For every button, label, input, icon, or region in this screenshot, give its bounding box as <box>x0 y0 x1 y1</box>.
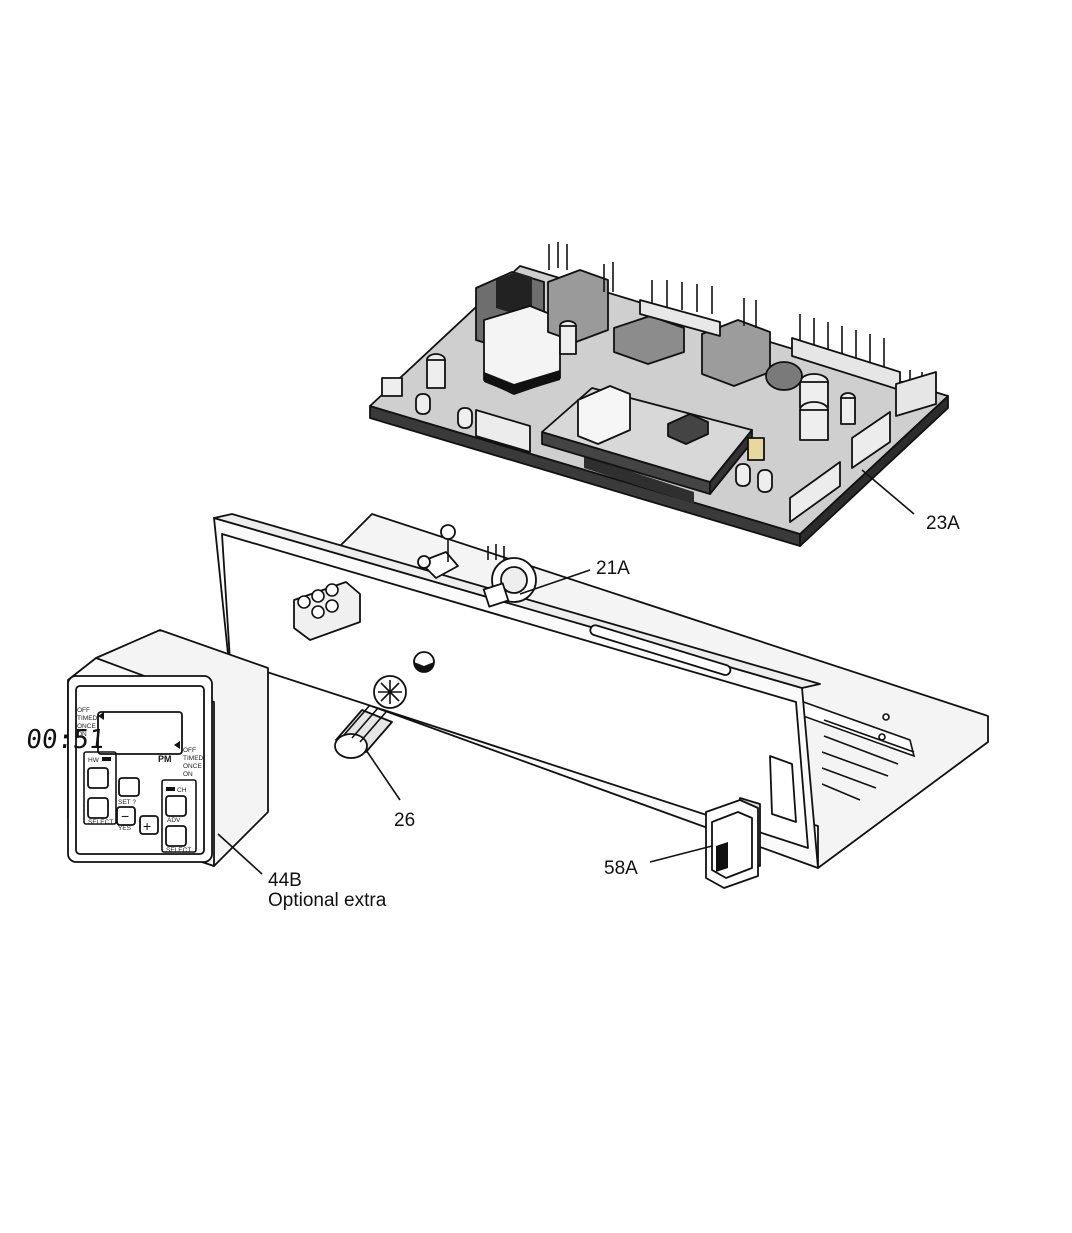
timer-display-time: 00:51 <box>25 725 106 755</box>
minus-glyph: − <box>121 808 129 824</box>
select-label-right: SELECT <box>166 847 191 854</box>
control-pcb <box>369 242 949 547</box>
callout-58a: 58A <box>604 858 638 879</box>
mode-label-once-right: ONCE <box>183 763 202 770</box>
left-mode-labels: OFF TIMED ONCE ON <box>77 707 98 738</box>
leader-lines <box>217 469 915 875</box>
callout-44b: 44B <box>268 870 302 891</box>
right-mode-labels: OFF TIMED ONCE ON <box>183 747 204 778</box>
hw-button[interactable] <box>87 767 109 789</box>
hw-select-button[interactable] <box>87 797 109 819</box>
callout-21a: 21A <box>596 558 630 579</box>
mode-label-off-right: OFF <box>183 747 196 754</box>
digital-timer: 00:51 PM OFF TIMED ONCE ON OFF TIMED ONC… <box>25 629 269 867</box>
hw-label: HW <box>88 757 100 764</box>
mode-label-on-right: ON <box>183 771 193 778</box>
adv-label: ADV <box>167 817 181 824</box>
plus-glyph: + <box>143 818 151 834</box>
plus-button[interactable] <box>139 815 159 835</box>
callout-26: 26 <box>394 810 415 831</box>
ch-label: CH <box>177 787 187 794</box>
minus-button[interactable] <box>116 806 136 826</box>
control-panel-chassis <box>213 513 989 869</box>
control-knob <box>334 675 407 759</box>
mode-label-once-left: ONCE <box>77 723 96 730</box>
mode-label-on-left: ON <box>77 731 87 738</box>
ch-button[interactable] <box>165 795 187 817</box>
mode-label-timed-left: TIMED <box>77 715 98 722</box>
mode-label-off-left: OFF <box>77 707 90 714</box>
potentiometer <box>482 544 537 608</box>
timer-display-meridiem: PM <box>158 754 172 764</box>
set-button[interactable] <box>118 777 140 797</box>
set-label: SET ? <box>118 799 136 806</box>
rocker-switch <box>705 797 761 889</box>
select-label-left: SELECT <box>88 819 113 826</box>
ch-select-button[interactable] <box>165 825 187 847</box>
yes-label: YES <box>118 825 132 832</box>
callout-23a: 23A <box>926 513 960 534</box>
callout-44b-note: Optional extra <box>268 890 387 911</box>
mode-label-timed-right: TIMED <box>183 755 204 762</box>
